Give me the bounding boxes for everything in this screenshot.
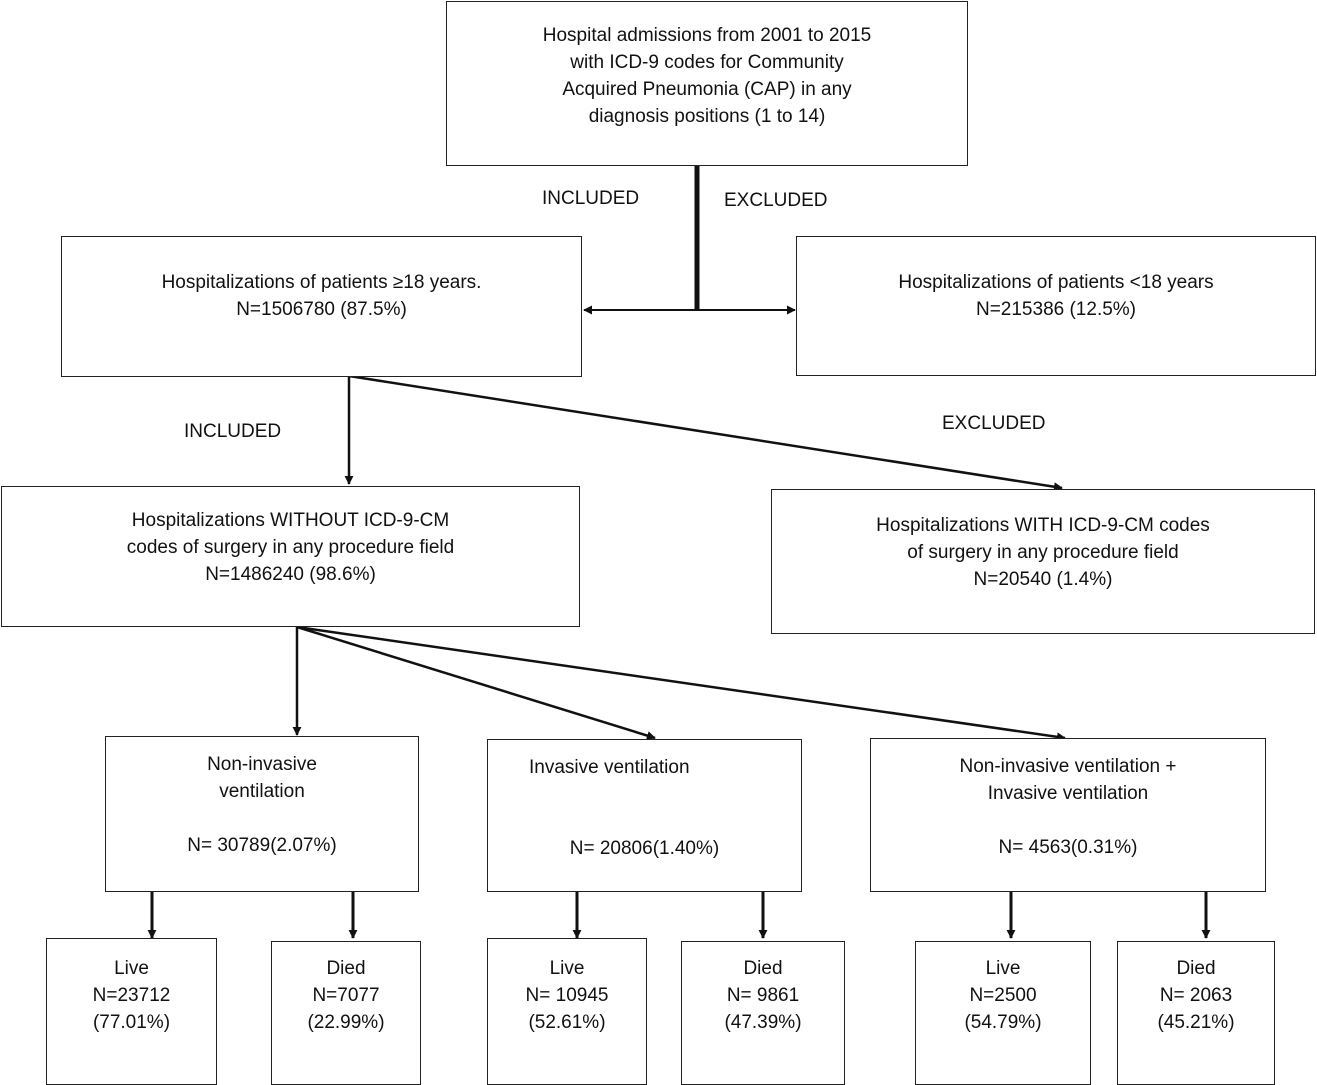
outcome-line: Died (1176, 958, 1216, 979)
node-iv-title: Invasive ventilation (529, 757, 690, 778)
arrow-to-surgery (348, 374, 1063, 492)
excluded-label-1: EXCLUDED (724, 190, 828, 211)
included-label-1: INCLUDED (542, 188, 640, 209)
node-adults-line: Hospitalizations of patients ≥18 years. (161, 272, 482, 293)
arrow-to-niv-iv (296, 625, 1066, 742)
node-surgery: Hospitalizations WITH ICD-9-CM codes of … (771, 489, 1315, 634)
outcome-line: (77.01%) (92, 1012, 171, 1033)
outcome-line: (47.39%) (724, 1012, 802, 1033)
node-surgery-line: N=20540 (1.4%) (973, 569, 1113, 590)
node-niv: Non-invasive ventilation N= 30789(2.07%) (105, 736, 419, 892)
outcome-line: Live (114, 958, 149, 979)
node-surgery-line: Hospitalizations WITH ICD-9-CM codes (876, 515, 1210, 536)
node-no-surgery: Hospitalizations WITHOUT ICD-9-CM codes … (1, 486, 580, 627)
node-admissions-line: Hospital admissions from 2001 to 2015 (542, 25, 872, 46)
node-niv-title: ventilation (219, 781, 305, 802)
node-niv-count: N= 30789(2.07%) (187, 835, 337, 856)
node-minors-line: N=215386 (12.5%) (975, 299, 1137, 320)
node-iv-live: Live N= 10945 (52.61%) (487, 938, 647, 1085)
outcome-line: N= 9861 (726, 985, 800, 1006)
outcome-line: (45.21%) (1157, 1012, 1235, 1033)
excluded-label-2: EXCLUDED (942, 413, 1046, 434)
node-niv-iv-count: N= 4563(0.31%) (998, 837, 1138, 858)
node-iv-count: N= 20806(1.40%) (569, 838, 720, 859)
node-iv-died: Died N= 9861 (47.39%) (681, 941, 845, 1085)
included-label-2: INCLUDED (184, 421, 282, 442)
outcome-line: N= 10945 (525, 985, 609, 1006)
node-niv-iv-died: Died N= 2063 (45.21%) (1117, 941, 1275, 1085)
outcome-line: Live (549, 958, 585, 979)
outcome-line: (22.99%) (307, 1012, 385, 1033)
node-no-surgery-line: codes of surgery in any procedure field (126, 537, 455, 558)
outcome-line: Died (743, 958, 783, 979)
node-admissions-line: with ICD-9 codes for Community (570, 52, 844, 73)
node-iv: Invasive ventilation N= 20806(1.40%) (487, 739, 802, 892)
node-minors: Hospitalizations of patients <18 years N… (796, 236, 1316, 376)
node-niv-iv-title: Non-invasive ventilation + (959, 756, 1177, 777)
node-niv-iv: Non-invasive ventilation + Invasive vent… (870, 738, 1266, 892)
node-no-surgery-line: Hospitalizations WITHOUT ICD-9-CM (131, 510, 450, 531)
node-adults-line: N=1506780 (87.5%) (236, 299, 407, 320)
outcome-line: (52.61%) (528, 1012, 606, 1033)
node-adults: Hospitalizations of patients ≥18 years. … (61, 236, 582, 377)
node-admissions-line: diagnosis positions (1 to 14) (588, 106, 826, 127)
outcome-line: N=2500 (969, 985, 1037, 1006)
node-niv-iv-title: Invasive ventilation (987, 783, 1149, 804)
node-niv-died: Died N=7077 (22.99%) (271, 941, 421, 1085)
node-admissions-line: Acquired Pneumonia (CAP) in any (562, 79, 852, 100)
outcome-line: N=23712 (92, 985, 171, 1006)
arrow-to-iv (296, 625, 656, 740)
outcome-line: N= 2063 (1159, 985, 1233, 1006)
outcome-line: Died (326, 958, 366, 979)
node-niv-iv-live: Live N=2500 (54.79%) (915, 941, 1091, 1085)
node-minors-line: Hospitalizations of patients <18 years (898, 272, 1214, 293)
node-surgery-line: of surgery in any procedure field (907, 542, 1179, 563)
node-niv-title: Non-invasive (207, 754, 317, 775)
node-admissions: Hospital admissions from 2001 to 2015 wi… (446, 1, 968, 166)
outcome-line: (54.79%) (964, 1012, 1042, 1033)
outcome-line: Live (985, 958, 1021, 979)
outcome-line: N=7077 (312, 985, 380, 1006)
node-niv-live: Live N=23712 (77.01%) (46, 938, 217, 1085)
node-no-surgery-line: N=1486240 (98.6%) (205, 564, 376, 585)
